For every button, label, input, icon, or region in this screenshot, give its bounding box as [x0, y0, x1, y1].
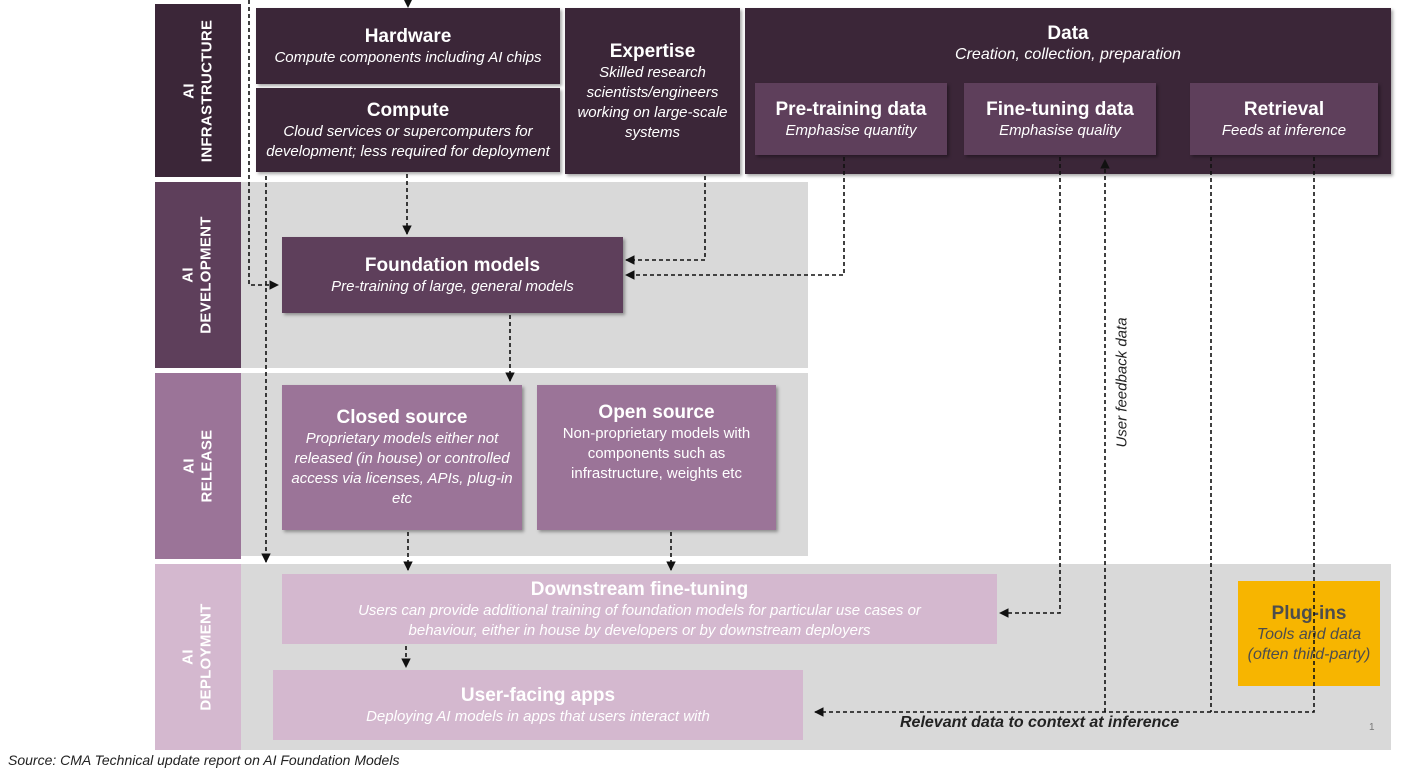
user-feedback-label: User feedback data — [1113, 317, 1131, 448]
arrow-expertise-to-foundation — [625, 176, 706, 265]
expertise-title: Expertise — [609, 40, 696, 62]
source-note: Source: CMA Technical update report on A… — [8, 752, 400, 768]
user-facing-apps-title: User-facing apps — [460, 684, 616, 706]
compute-box: Compute Cloud services or supercomputers… — [256, 88, 560, 172]
hardware-desc: Compute components including AI chips — [274, 48, 542, 66]
retrieval-box: Retrieval Feeds at inference — [1190, 83, 1378, 155]
open-source-title: Open source — [598, 402, 715, 423]
layer-label-infrastructure: AI INFRASTRUCTURE — [155, 4, 241, 177]
layer-label-development: AI DEVELOPMENT — [155, 182, 241, 368]
user-facing-apps-box: User-facing apps Deploying AI models in … — [273, 670, 803, 740]
closed-source-title: Closed source — [336, 407, 468, 428]
plugins-desc: Tools and data (often third-party) — [1247, 626, 1371, 663]
arrow-left-rail-to-foundation — [248, 0, 279, 290]
expertise-desc: Skilled research scientists/engineers wo… — [577, 63, 728, 141]
downstream-finetuning-title: Downstream fine-tuning — [530, 578, 749, 600]
hardware-title: Hardware — [364, 25, 452, 47]
expertise-box: Expertise Skilled research scientists/en… — [565, 8, 740, 174]
downstream-finetuning-desc: Users can provide additional training of… — [358, 601, 921, 639]
data-desc: Creation, collection, preparation — [955, 46, 1181, 63]
finetuning-data-title: Fine-tuning data — [986, 98, 1134, 120]
page-number: 1 — [1369, 722, 1375, 733]
arrow-pretraining-to-foundation — [625, 157, 845, 280]
open-source-desc: Non-proprietary models with components s… — [562, 425, 751, 482]
pretraining-data-box: Pre-training data Emphasise quantity — [755, 83, 947, 155]
finetuning-data-box: Fine-tuning data Emphasise quality — [964, 83, 1156, 155]
closed-source-desc: Proprietary models either not released (… — [291, 430, 513, 507]
open-source-box: Open source Non-proprietary models with … — [537, 385, 776, 530]
user-facing-apps-desc: Deploying AI models in apps that users i… — [366, 707, 710, 725]
finetuning-data-desc: Emphasise quality — [999, 121, 1121, 139]
layer-label-deployment: AI DEPLOYMENT — [155, 564, 241, 750]
retrieval-title: Retrieval — [1243, 98, 1325, 120]
plugins-title: Plug-ins — [1271, 603, 1347, 624]
foundation-models-desc: Pre-training of large, general models — [331, 277, 574, 295]
relevant-data-label: Relevant data to context at inference — [900, 714, 1180, 731]
pretraining-data-desc: Emphasise quantity — [785, 121, 917, 139]
compute-desc: Cloud services or supercomputers for dev… — [266, 122, 550, 160]
arrow-retrieval-to-apps — [814, 157, 1315, 717]
closed-source-box: Closed source Proprietary models either … — [282, 385, 522, 530]
retrieval-desc: Feeds at inference — [1221, 121, 1347, 139]
downstream-finetuning-box: Downstream fine-tuning Users can provide… — [282, 574, 997, 644]
hardware-box: Hardware Compute components including AI… — [256, 8, 560, 84]
arrow-finetuning-data-to-downstream — [999, 157, 1061, 618]
plugins-box: Plug-ins Tools and data (often third-par… — [1238, 581, 1380, 686]
compute-title: Compute — [366, 99, 450, 121]
foundation-models-title: Foundation models — [364, 254, 541, 276]
foundation-models-box: Foundation models Pre-training of large,… — [282, 237, 623, 313]
pretraining-data-title: Pre-training data — [775, 98, 927, 120]
layer-label-release: AI RELEASE — [155, 373, 241, 559]
data-title: Data — [1047, 23, 1089, 44]
